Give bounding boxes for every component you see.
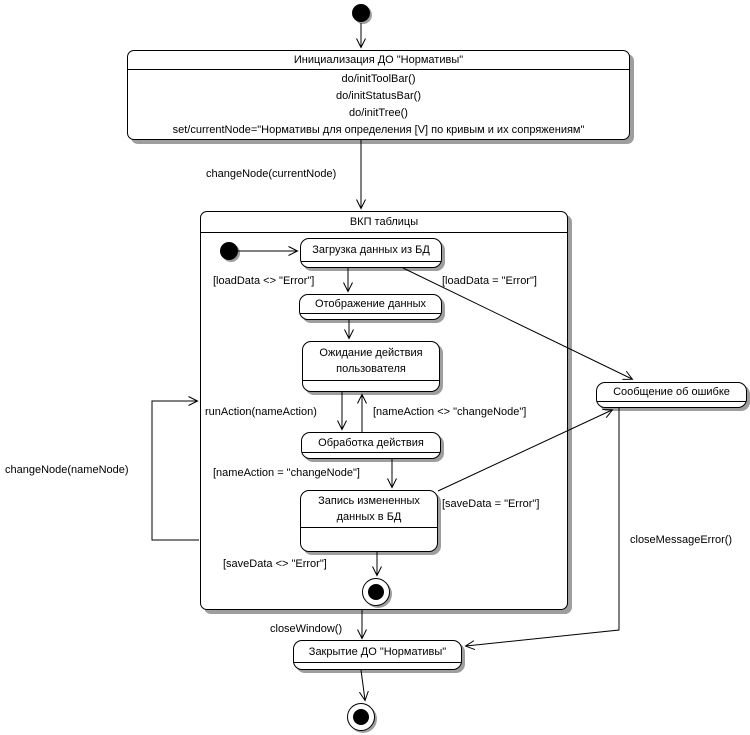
state-initialization-title: Инициализация ДО "Нормативы": [128, 51, 629, 70]
action-line: set/currentNode="Нормативы для определен…: [172, 124, 585, 136]
transition-label-save-error: [saveData = "Error"]: [442, 498, 540, 510]
state-name: Закрытие ДО "Нормативы": [308, 645, 447, 658]
state-wait-user-action: Ожидание действия пользователя: [302, 341, 440, 392]
transition-label-run-action: runAction(nameAction): [205, 406, 317, 418]
state-error-message: Сообщение об ошибке: [596, 382, 747, 408]
state-close-do: Закрытие ДО "Нормативы": [293, 640, 462, 670]
edge-composite-self-loop: [151, 396, 199, 541]
state-name: Ожидание действия пользователя: [319, 347, 423, 375]
final-state-core: [353, 709, 369, 725]
transition-label-load-error: [loadData = "Error"]: [442, 275, 537, 287]
initial-state-icon: [220, 242, 238, 260]
internal-compartment: [301, 261, 441, 267]
state-name: Отображение данных: [314, 298, 427, 310]
transition-label-change-node-current: changeNode(currentNode): [206, 168, 337, 180]
final-state-icon: [362, 578, 390, 606]
state-name: Загрузка данных из БД: [312, 244, 430, 256]
transition-label-name-action-neq: [nameAction <> "changeNode"]: [373, 406, 527, 418]
edge-close-to-final: [359, 669, 369, 702]
state-process-action: Обработка действия: [301, 432, 441, 459]
composite-state-title: ВКП таблицы: [201, 212, 567, 233]
internal-compartment: [301, 527, 437, 551]
action-line: do/initStatusBar(): [336, 90, 421, 102]
state-display-data: Отображение данных: [299, 294, 442, 320]
state-load-data: Загрузка данных из БД: [300, 238, 442, 268]
transition-label-change-node-name: changeNode(nameNode): [5, 464, 129, 476]
transition-label-close-message-error: closeMessageError(): [630, 534, 733, 546]
final-state-icon: [347, 703, 375, 731]
final-state-core: [368, 584, 384, 600]
state-name: Сообщение об ошибке: [613, 386, 730, 398]
internal-compartment: [303, 380, 439, 391]
internal-compartment: [302, 452, 440, 458]
transition-label-load-ok: [loadData <> "Error"]: [213, 275, 315, 287]
transition-label-close-window: closeWindow(): [270, 623, 343, 635]
internal-compartment: [294, 662, 461, 669]
state-initialization: Инициализация ДО "Нормативы" do/initTool…: [127, 50, 630, 140]
transition-label-name-action-eq: [nameAction = "changeNode"]: [213, 467, 360, 479]
internal-compartment: [300, 313, 441, 319]
action-line: do/initToolBar(): [341, 73, 416, 85]
state-save-data: Запись измененных данных в БД: [300, 490, 438, 552]
internal-compartment: [597, 401, 746, 407]
state-name: Обработка действия: [318, 436, 424, 449]
transition-label-save-ok: [saveData <> "Error"]: [223, 558, 327, 570]
initial-state-icon: [352, 4, 370, 22]
action-line: do/initTree(): [349, 107, 408, 119]
state-name: Запись измененных данных в БД: [318, 495, 420, 523]
state-initialization-actions: do/initToolBar() do/initStatusBar() do/i…: [128, 70, 629, 139]
